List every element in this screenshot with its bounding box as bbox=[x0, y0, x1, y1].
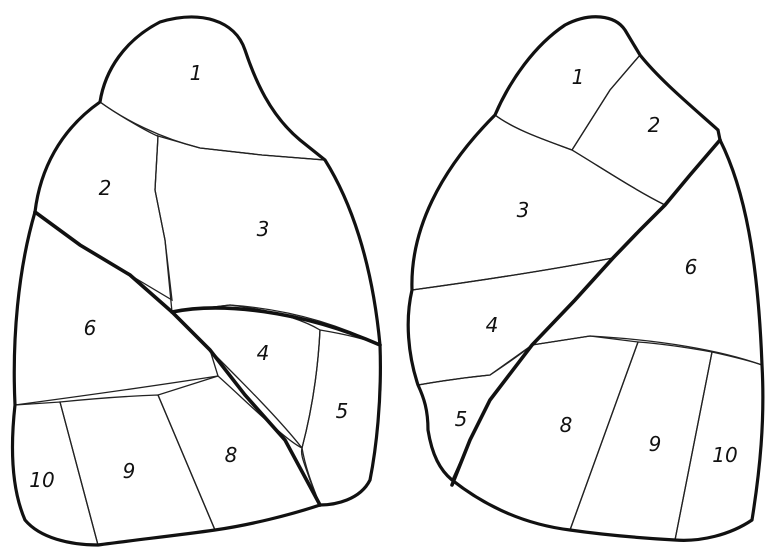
right-label-6: 6 bbox=[685, 255, 698, 279]
left-label-6: 6 bbox=[84, 316, 97, 340]
right-segment-9 bbox=[570, 342, 712, 540]
right-label-10: 10 bbox=[712, 443, 737, 467]
right-segment-1 bbox=[495, 17, 640, 150]
left-secondary-fissure bbox=[172, 308, 380, 345]
right-label-3: 3 bbox=[517, 198, 530, 222]
left-label-4: 4 bbox=[257, 341, 270, 365]
left-segment-4 bbox=[172, 305, 320, 448]
right-label-4: 4 bbox=[486, 313, 499, 337]
left-label-2: 2 bbox=[99, 176, 112, 200]
right-segment-4 bbox=[408, 258, 613, 385]
left-label-3: 3 bbox=[257, 217, 270, 241]
left-oblique-fissure bbox=[35, 212, 320, 505]
right-label-9: 9 bbox=[649, 432, 662, 456]
right-segment-2 bbox=[572, 55, 720, 205]
left-label-10: 10 bbox=[29, 468, 54, 492]
left-segment-10 bbox=[12, 402, 98, 545]
left-lung-outline bbox=[12, 17, 380, 545]
right-lung: 1 2 3 4 5 6 8 9 10 bbox=[408, 17, 763, 541]
right-label-8: 8 bbox=[560, 413, 573, 437]
left-label-1: 1 bbox=[190, 61, 203, 85]
left-segment-9 bbox=[60, 395, 215, 545]
right-label-5: 5 bbox=[455, 407, 468, 431]
right-label-1: 1 bbox=[572, 65, 585, 89]
left-label-8: 8 bbox=[225, 443, 238, 467]
right-segment-3 bbox=[412, 115, 665, 290]
left-label-9: 9 bbox=[123, 459, 136, 483]
left-lung: 1 2 3 4 5 6 8 9 10 bbox=[12, 17, 380, 545]
left-label-5: 5 bbox=[336, 399, 349, 423]
right-label-2: 2 bbox=[648, 113, 661, 137]
right-segment-6 bbox=[532, 140, 762, 365]
